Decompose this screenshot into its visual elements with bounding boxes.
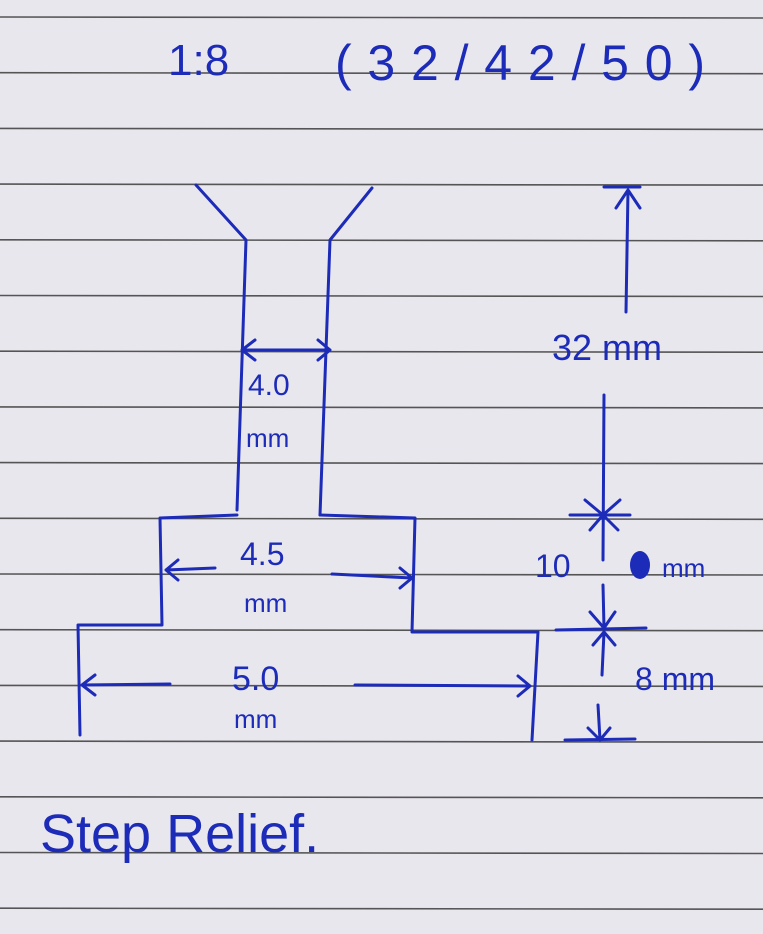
top-height-label: 32 mm (552, 327, 662, 368)
ruled-line (0, 851, 763, 855)
width-arrows (80, 338, 532, 698)
ruled-line (0, 183, 763, 186)
mid-width-unit: mm (244, 588, 287, 618)
ruled-line (0, 517, 763, 521)
ruled-lines (0, 16, 763, 911)
top-width-unit: mm (246, 423, 289, 453)
ruled-line (0, 294, 763, 298)
ratio-label: (32/42/50) (335, 35, 705, 91)
ruled-line (0, 461, 763, 465)
mid-height-value: 10 (535, 548, 571, 584)
ruled-line (0, 239, 763, 242)
bottom-width-unit: mm (234, 704, 277, 734)
ruled-line (0, 127, 763, 131)
caption: Step Relief. (40, 804, 319, 864)
bottom-height-label: 8 mm (635, 661, 715, 697)
ruled-line (0, 71, 763, 75)
top-width-value: 4.0 (248, 369, 290, 402)
ruled-line (0, 907, 763, 911)
ruled-line (0, 628, 763, 632)
stepped-profile (76, 183, 540, 742)
ink-blot (630, 551, 650, 579)
mid-width-value: 4.5 (240, 536, 284, 572)
ruled-line (0, 573, 763, 576)
ruled-line (0, 16, 763, 19)
height-arrows (554, 185, 648, 742)
bottom-width-value: 5.0 (232, 660, 279, 698)
ruled-line (0, 795, 763, 799)
mid-height-unit: mm (662, 553, 705, 583)
scale-label: 1:8 (168, 36, 229, 85)
ruled-line (0, 740, 763, 743)
ruled-line (0, 350, 763, 354)
ruled-line (0, 406, 763, 409)
